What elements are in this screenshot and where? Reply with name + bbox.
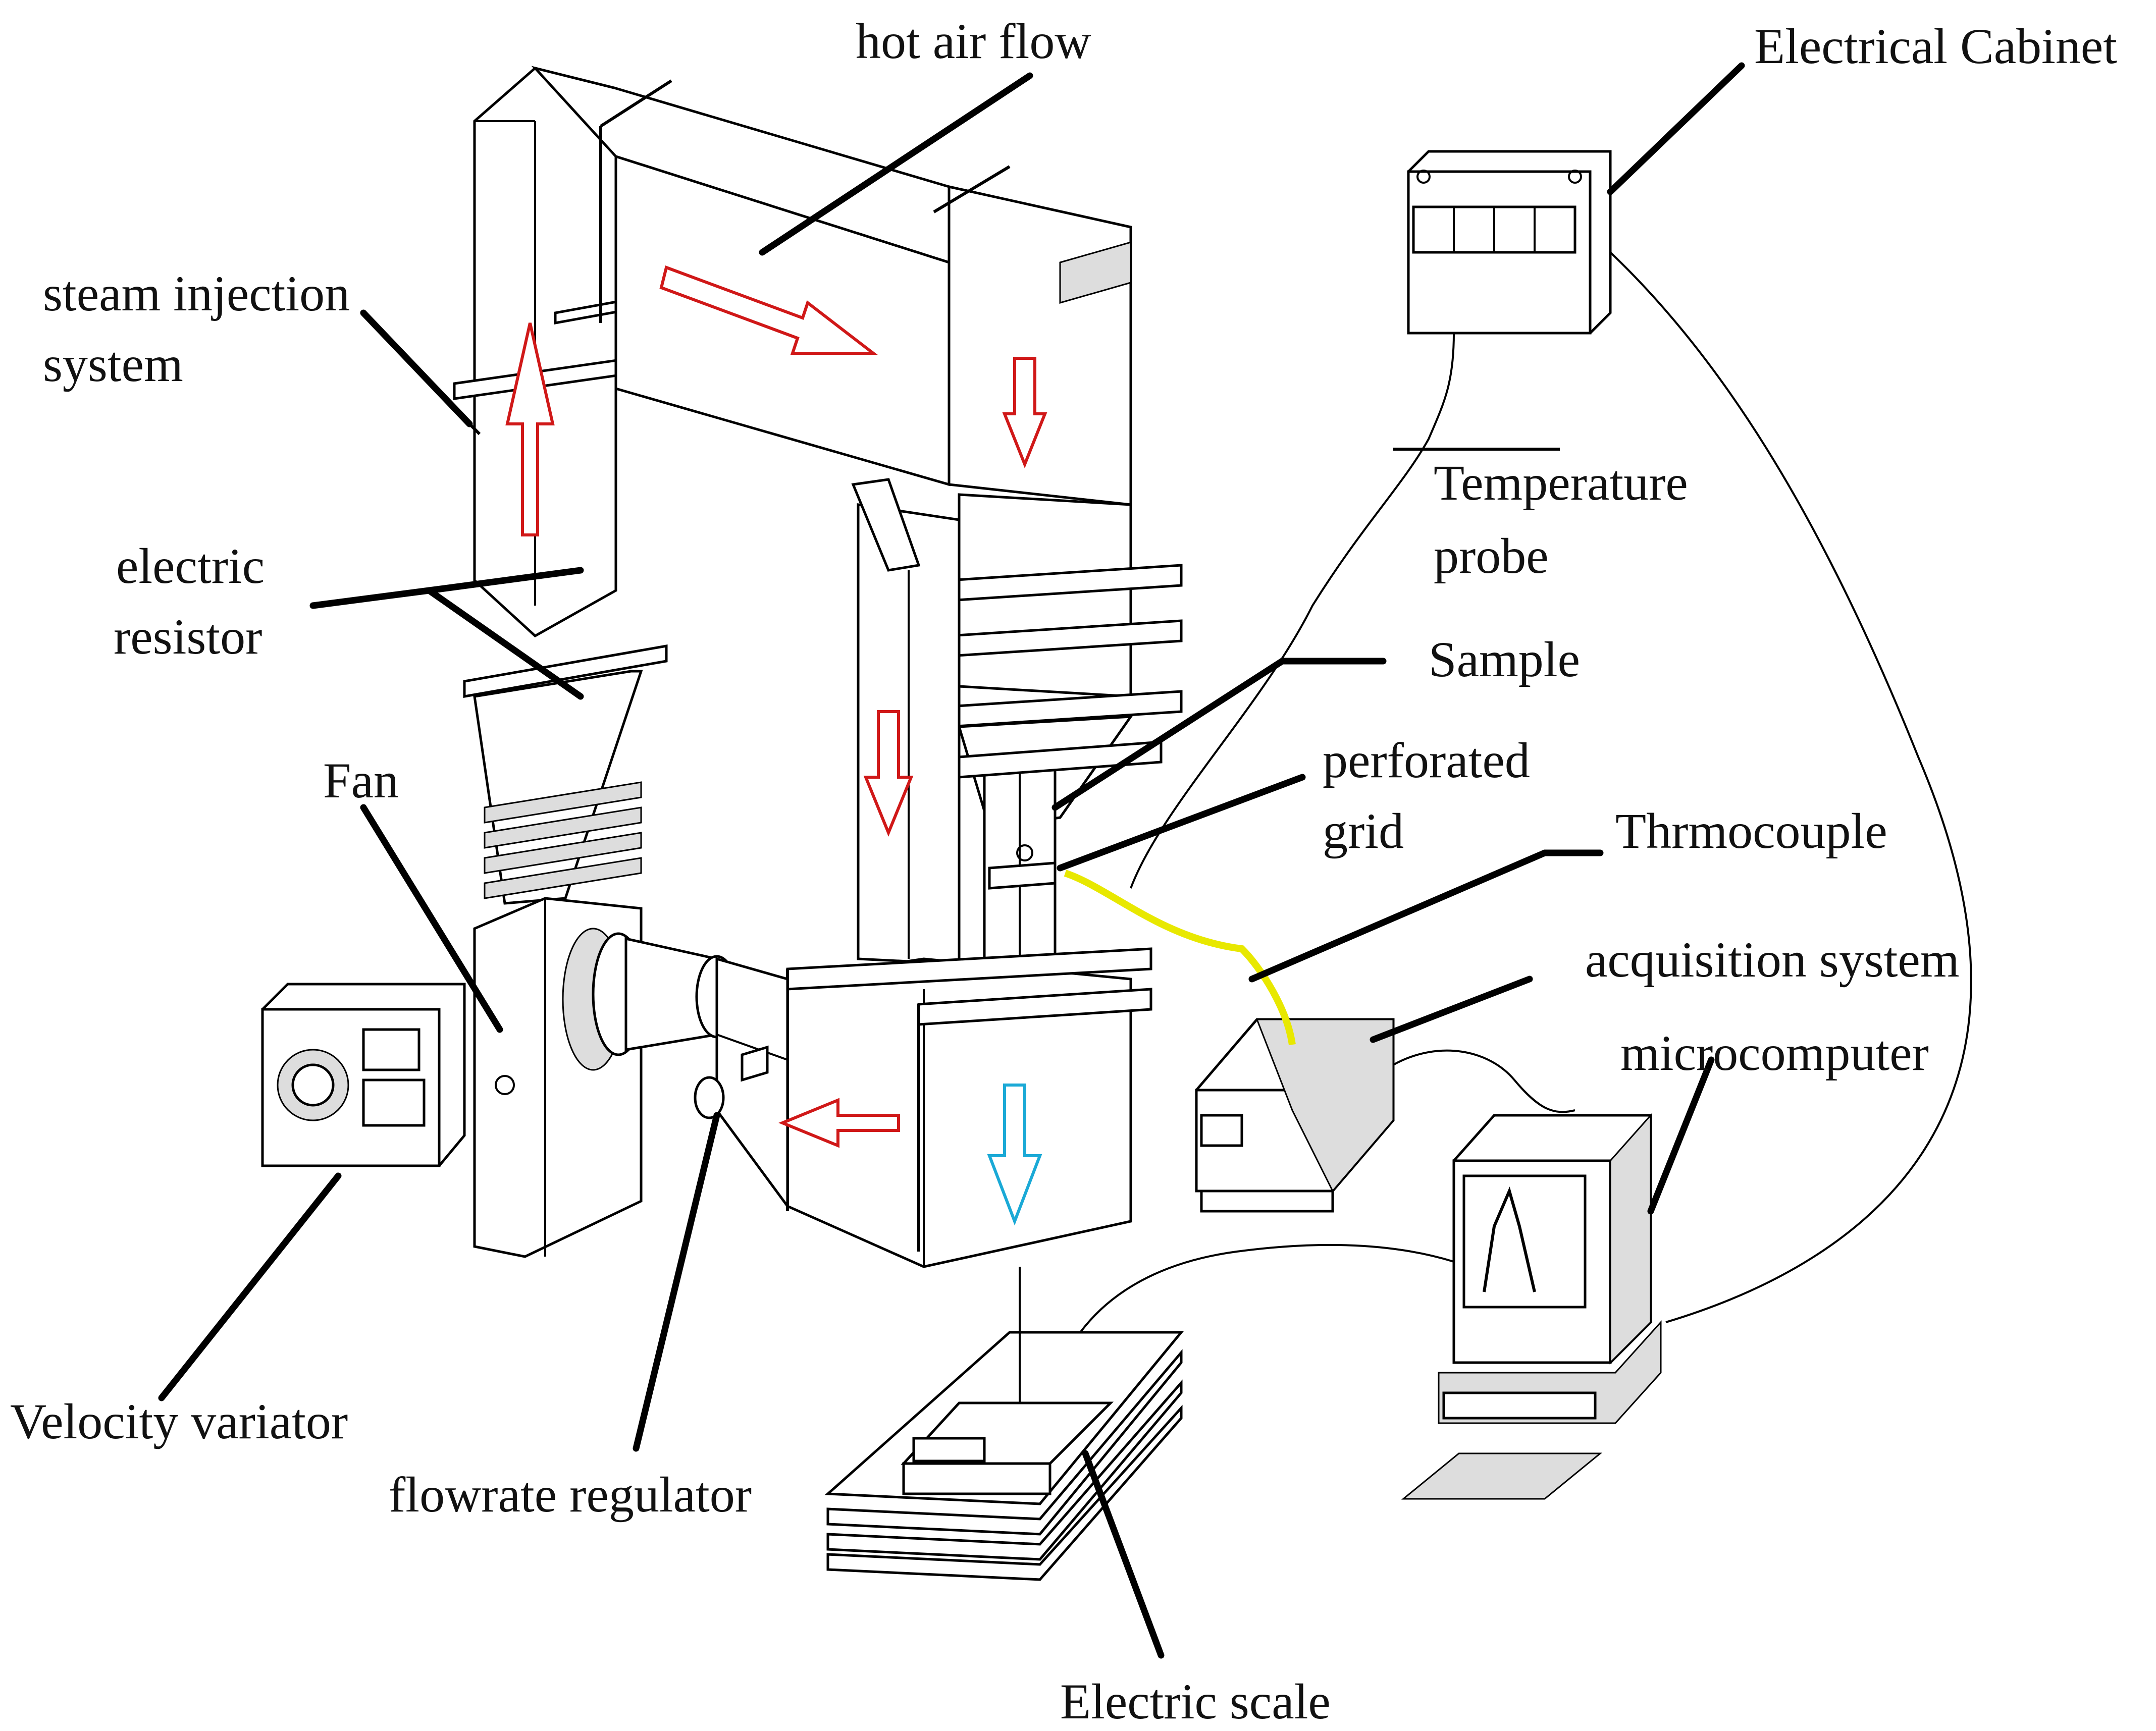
wires [1064,251,1972,1333]
microcomputer-label: microcomputer [1620,1025,1929,1081]
labels: hot air flow Electrical Cabinet steam in… [10,13,2117,1729]
leader-lines [158,62,1745,1659]
bellows [484,781,642,899]
electrical-cabinet-icon [1407,150,1612,335]
steam-injection-label-line1: steam injection [43,265,350,321]
flowrate-regulator-label: flowrate regulator [389,1467,752,1523]
top-horizontal-duct [531,66,1132,506]
fan-connection [562,928,789,1210]
velocity-variator-label: Velocity variator [10,1393,348,1449]
sample [1016,844,1033,861]
exhaust-arrow-icon [987,1084,1042,1226]
flow-arrows [505,265,1047,1226]
up-arrow-icon [505,322,555,536]
electric-scale-label: Electric scale [1060,1673,1331,1729]
temperature-probe-label-line2: probe [1434,528,1549,584]
down-arrow-icon [1002,357,1047,469]
fan-label: Fan [323,752,399,808]
electrical-cabinet-label: Electrical Cabinet [1754,18,2117,74]
thermocouple-label: Thrmocouple [1615,803,1887,859]
microcomputer-icon [1401,1113,1662,1500]
left-arrow-icon [778,1098,900,1148]
flowrate-regulator-icon [694,1076,725,1119]
perforated-grid [988,861,1057,890]
electric-scale-icon [824,1267,1184,1581]
perforated-grid-label-line2: grid [1323,803,1404,859]
right-arrow-icon [659,265,878,355]
perforated-grid-label-line1: perforated [1323,732,1530,788]
thermocouple-wire [1064,870,1296,1046]
converging-transition [473,670,643,905]
electric-resistor-label-line1: electric [116,538,265,594]
sample-label: Sample [1429,631,1580,687]
steam-injection-label-line2: system [43,336,183,392]
right-vertical-duct [851,478,1183,1006]
down-arrow-icon [863,710,914,837]
acquisition-system-label: acquisition system [1585,932,1960,988]
velocity-variator-icon [261,983,466,1167]
temperature-probe-label-line1: Temperature [1434,455,1688,511]
fan-icon [495,1075,515,1095]
hot-air-flow-label: hot air flow [856,13,1091,69]
bottom-return-duct [786,947,1152,1268]
electric-resistor-label-line2: resistor [114,609,262,665]
acquisition-system-icon [1195,1018,1395,1213]
